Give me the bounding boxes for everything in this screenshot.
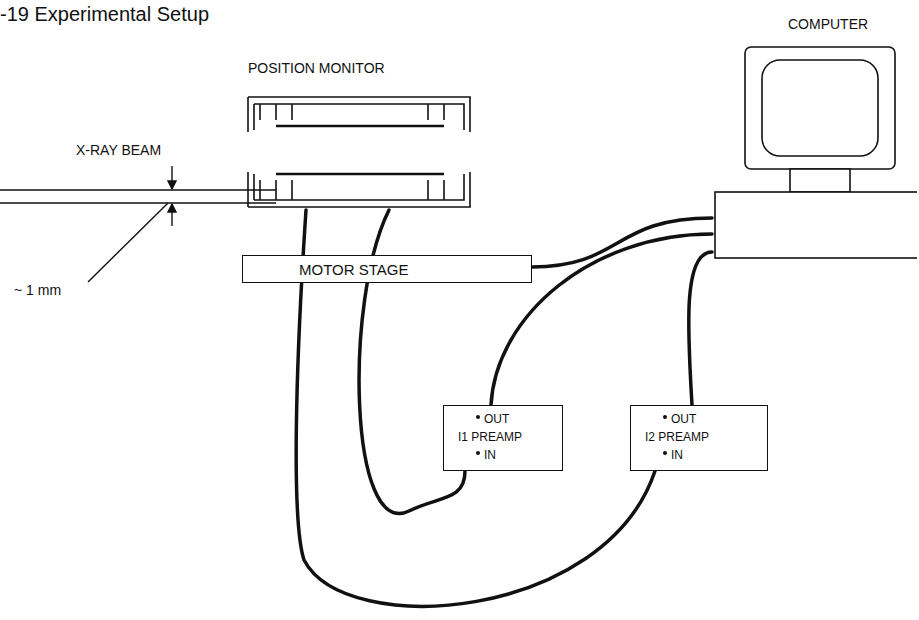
monitor-heading: POSITION MONITOR — [248, 60, 385, 76]
preamp-box: OUTI1 PREAMPIN — [443, 405, 563, 471]
monitor-drawing — [244, 60, 474, 210]
port-dot — [663, 415, 667, 419]
beam-edge — [0, 202, 276, 203]
stage-label: MOTOR STAGE — [299, 261, 408, 278]
preamp-name: I2 PREAMP — [645, 428, 759, 446]
computer-heading: COMPUTER — [788, 16, 868, 32]
computer-drawing — [712, 10, 917, 260]
port-dot — [476, 451, 480, 455]
port-dot — [476, 415, 480, 419]
computer: COMPUTER — [712, 10, 917, 260]
position-monitor: POSITION MONITOR — [244, 60, 474, 210]
arrow-head — [168, 204, 176, 212]
port-label: OUT — [484, 410, 554, 428]
port-label: IN — [484, 446, 554, 464]
diagram-title: -19 Experimental Setup — [0, 3, 209, 26]
annotation-label: X-RAY BEAM — [76, 142, 161, 158]
motor-stage: MOTOR STAGE — [242, 255, 532, 283]
port-dot — [663, 451, 667, 455]
port-label: IN — [671, 446, 759, 464]
cable — [689, 252, 712, 405]
port-label: OUT — [671, 410, 759, 428]
beam-edge — [0, 189, 276, 190]
preamp-name: I1 PREAMP — [458, 428, 554, 446]
arrow-head — [168, 181, 176, 189]
leader-line — [88, 203, 168, 282]
cable — [532, 218, 712, 267]
annotation-label: ~ 1 mm — [14, 282, 61, 298]
preamp-box: OUTI2 PREAMPIN — [630, 405, 768, 471]
